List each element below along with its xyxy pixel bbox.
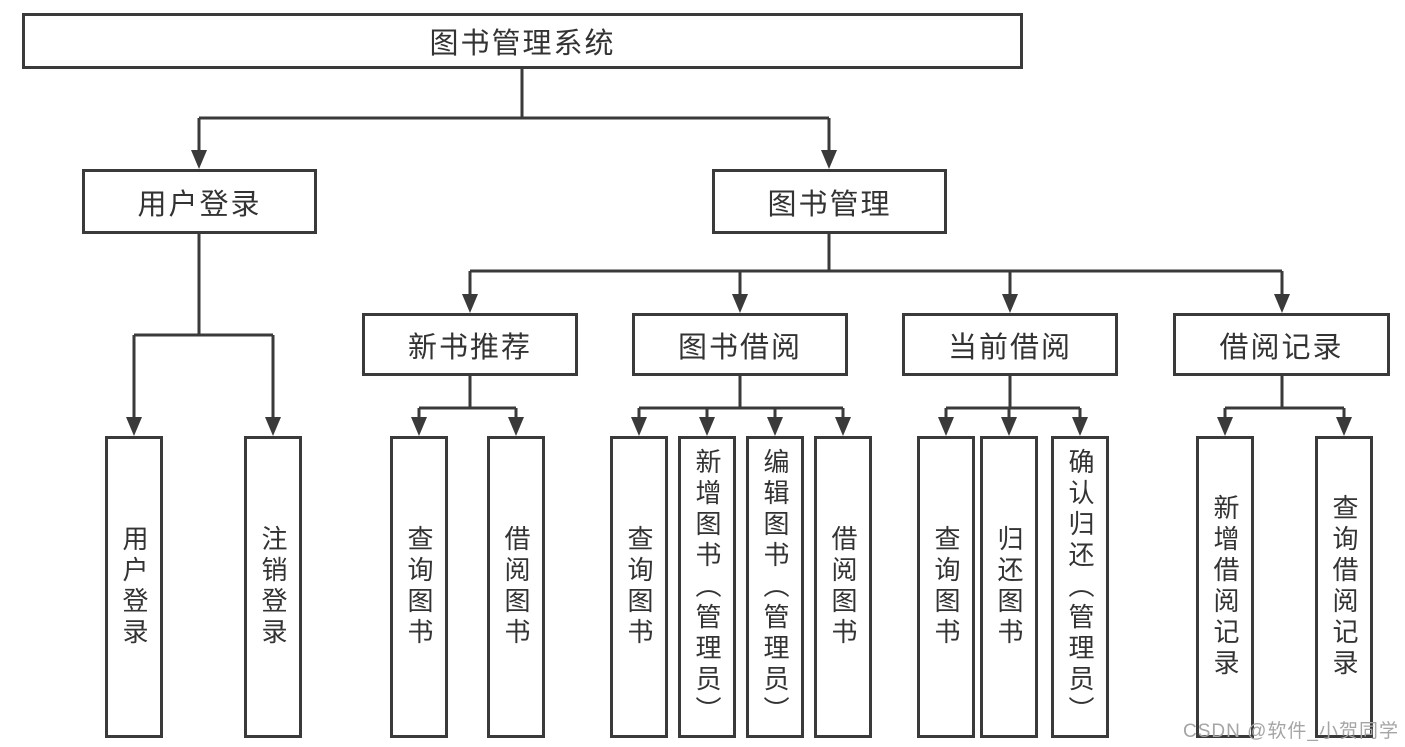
edge-borrow-records-to-leaves — [1217, 375, 1352, 436]
node-current-borrowing: 当前借阅 — [902, 313, 1118, 376]
edge-current-borrow-to-leaves — [938, 375, 1088, 436]
edge-user-login-to-leaves — [126, 234, 281, 436]
edge-root-to-level2 — [191, 69, 837, 169]
leaf-query-books-recommend: 查询图书 — [390, 436, 448, 738]
edge-book-mgmt-to-level3 — [462, 234, 1290, 313]
node-new-book-recommendation: 新书推荐 — [362, 313, 578, 376]
leaf-confirm-return-admin: 确认归还（管理员） — [1051, 436, 1109, 738]
leaf-edit-book-admin: 编辑图书（管理员） — [746, 436, 804, 738]
leaf-query-books-current: 查询图书 — [917, 436, 975, 738]
leaf-borrow-books-recommend: 借阅图书 — [487, 436, 545, 738]
leaf-add-book-admin: 新增图书（管理员） — [678, 436, 736, 738]
node-borrowing-records: 借阅记录 — [1173, 313, 1390, 376]
node-user-login: 用户登录 — [82, 169, 317, 234]
leaf-query-books-borrow: 查询图书 — [610, 436, 668, 738]
leaf-add-borrow-record: 新增借阅记录 — [1196, 436, 1254, 738]
watermark: CSDN @软件_小贺同学 — [1183, 721, 1399, 742]
leaf-user-login: 用户登录 — [105, 436, 163, 738]
edge-new-book-rec-to-leaves — [411, 375, 524, 436]
edge-book-borrow-to-leaves — [631, 375, 851, 436]
leaf-borrow-books: 借阅图书 — [814, 436, 872, 738]
node-library-management-system: 图书管理系统 — [22, 13, 1023, 69]
node-book-management: 图书管理 — [712, 169, 947, 234]
leaf-logout: 注销登录 — [244, 436, 302, 738]
node-book-borrowing: 图书借阅 — [632, 313, 848, 376]
leaf-return-book: 归还图书 — [980, 436, 1038, 738]
leaf-query-borrow-record: 查询借阅记录 — [1315, 436, 1373, 738]
